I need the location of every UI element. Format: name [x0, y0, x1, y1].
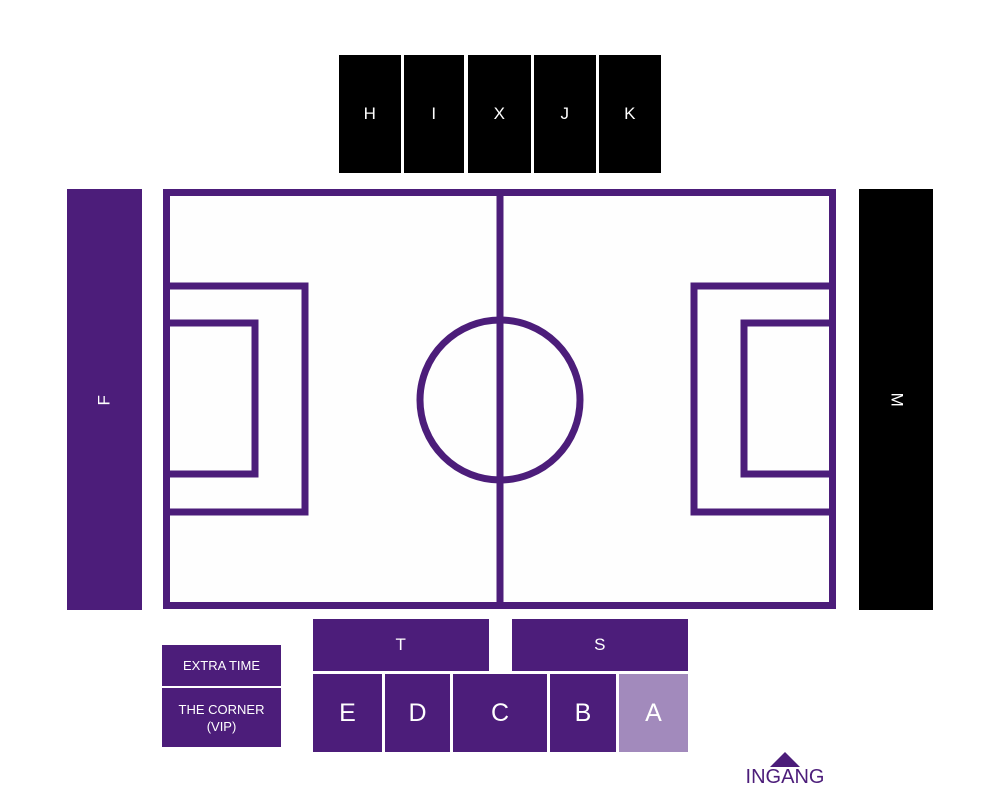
the-corner-label: THE CORNER	[178, 701, 265, 717]
stand-i-label: I	[431, 104, 437, 123]
entrance-label: INGANG	[745, 766, 825, 788]
stand-a[interactable]: A	[619, 674, 688, 752]
stand-m-label: M	[886, 392, 906, 407]
stand-t[interactable]: T	[313, 619, 489, 671]
extra-time-label: EXTRA TIME	[182, 658, 261, 673]
stand-m[interactable]: M	[859, 189, 933, 610]
stand-s[interactable]: S	[512, 619, 688, 671]
stand-j-label: J	[560, 104, 570, 123]
the-corner-sublabel: (VIP)	[206, 718, 237, 734]
stand-c-label: C	[490, 698, 510, 727]
right-penalty-box	[690, 282, 833, 516]
stand-e[interactable]: E	[313, 674, 382, 752]
stand-k-label: K	[624, 104, 636, 123]
stand-f[interactable]: F	[67, 189, 142, 610]
left-penalty-box	[166, 282, 309, 516]
area-the-corner[interactable]: THE CORNER (VIP)	[162, 688, 281, 747]
area-extra-time[interactable]: EXTRA TIME	[162, 645, 281, 686]
stand-e-label: E	[339, 698, 356, 727]
stand-a-label: A	[645, 698, 662, 727]
stand-h[interactable]: H	[339, 55, 401, 173]
stand-j[interactable]: J	[534, 55, 596, 173]
stand-t-label: T	[395, 635, 407, 654]
stand-d[interactable]: D	[385, 674, 450, 752]
stand-b-label: B	[574, 698, 592, 727]
stand-i[interactable]: I	[404, 55, 464, 173]
triangle-up-icon	[770, 752, 800, 767]
stand-x[interactable]: X	[468, 55, 531, 173]
stand-h-label: H	[363, 104, 377, 123]
stand-x-label: X	[493, 104, 506, 123]
left-goal-box	[166, 319, 259, 478]
stand-b[interactable]: B	[550, 674, 616, 752]
center-circle	[416, 316, 584, 484]
right-goal-box	[740, 319, 833, 478]
stand-s-label: S	[594, 635, 606, 654]
stand-c[interactable]: C	[453, 674, 547, 752]
stand-d-label: D	[408, 698, 427, 727]
stand-k[interactable]: K	[599, 55, 661, 173]
stand-f-label: F	[94, 394, 114, 405]
